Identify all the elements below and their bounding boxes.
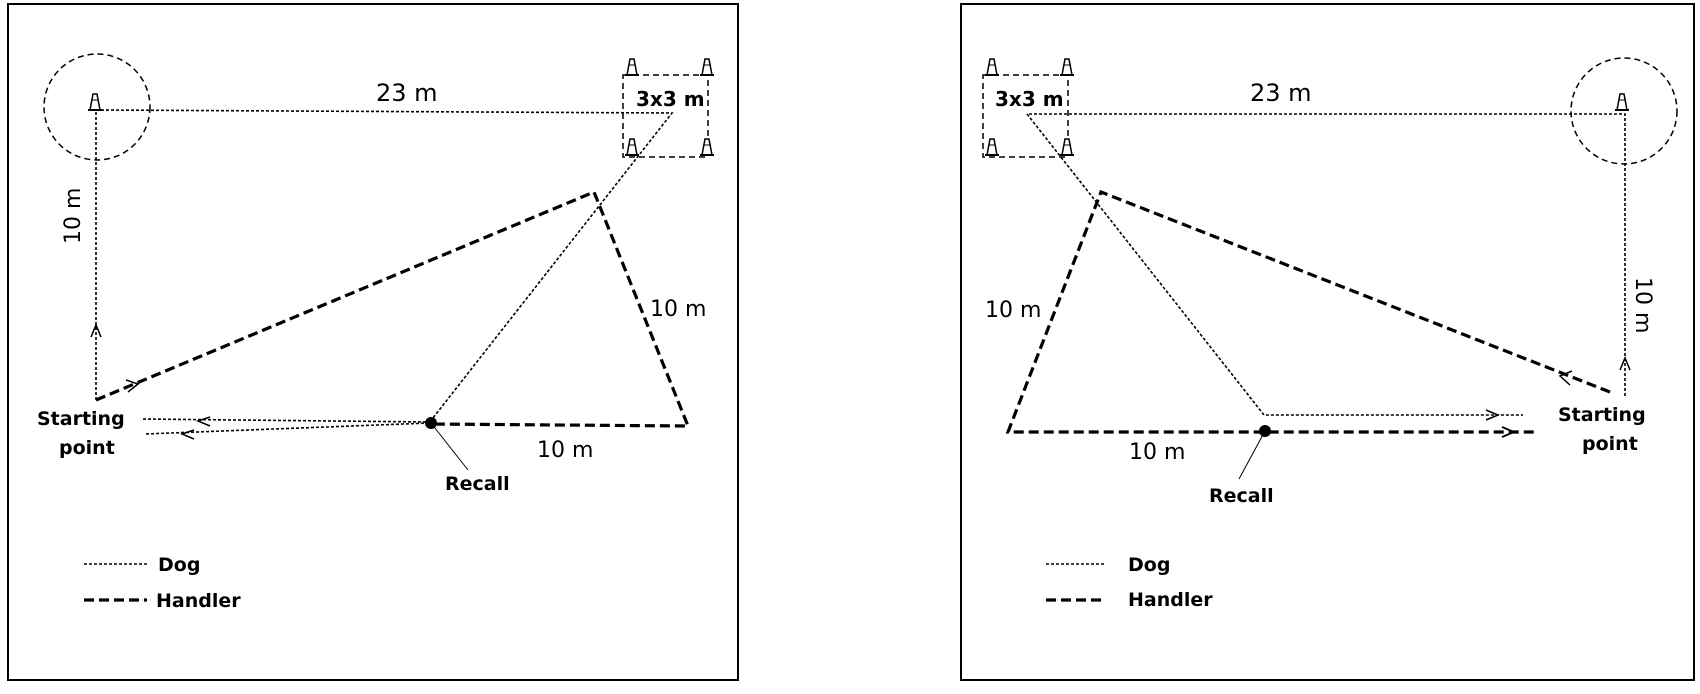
left-3x3-box [622, 74, 709, 158]
right-box-cone-bl [984, 138, 1000, 156]
right-side-distance: 10 m [1630, 277, 1655, 333]
right-panel: 23 m 10 m 10 m 10 m 3x3 m Starting point… [960, 3, 1695, 681]
left-dog-path [95, 109, 674, 435]
left-legend: Dog Handler [84, 554, 241, 612]
right-box-cone-br [1059, 138, 1075, 156]
right-handler-out-arrow [1501, 426, 1517, 438]
left-handler-path [95, 189, 691, 428]
left-circle-cone [87, 93, 103, 111]
right-diag-distance: 10 m [985, 298, 1041, 323]
right-box-cone-tr [1059, 58, 1075, 76]
left-panel-frame [7, 3, 739, 681]
left-box-cone-br [699, 138, 715, 156]
left-handler-arrow [125, 379, 140, 393]
right-box-label: 3x3 m [995, 87, 1064, 111]
right-panel-frame [960, 3, 1695, 681]
right-legend-handler-label: Handler [1128, 589, 1213, 611]
left-legend-dog-label: Dog [158, 554, 200, 576]
left-box-cone-bl [624, 138, 640, 156]
right-top-distance: 23 m [1250, 79, 1312, 107]
right-start-line-2: point [1582, 433, 1638, 455]
right-legend: Dog Handler [1046, 554, 1213, 611]
left-up-arrow [90, 323, 102, 338]
left-recall-label: Recall [445, 473, 510, 495]
right-handler-arrow [1558, 370, 1573, 386]
left-bottom-distance: 10 m [537, 438, 593, 463]
left-return-arrow-2 [179, 429, 195, 440]
right-dog-path [1025, 113, 1626, 416]
right-up-arrow [1619, 356, 1631, 371]
left-top-distance: 23 m [376, 79, 438, 107]
right-recall-label: Recall [1209, 485, 1274, 507]
right-start-line-1: Starting [1558, 404, 1646, 426]
right-3x3-box [982, 74, 1069, 158]
left-legend-handler-label: Handler [156, 590, 241, 612]
left-diag-distance: 10 m [650, 297, 706, 322]
left-turn-circle [43, 53, 151, 161]
left-panel: 23 m 10 m 10 m 10 m 3x3 m Starting point… [7, 3, 739, 681]
left-box-cone-tl [624, 58, 640, 76]
right-bottom-distance: 10 m [1129, 440, 1185, 465]
left-return-arrow-1 [195, 416, 211, 427]
right-circle-cone [1614, 93, 1630, 111]
left-start-line-2: point [59, 437, 115, 459]
right-legend-dog-label: Dog [1128, 554, 1170, 576]
right-dog-out-arrow [1485, 409, 1500, 421]
left-side-distance: 10 m [61, 188, 86, 244]
left-start-line-1: Starting [37, 408, 125, 430]
right-recall-pointer [1238, 430, 1266, 480]
right-turn-circle [1570, 57, 1678, 165]
left-recall-pointer [430, 422, 469, 471]
left-box-cone-tr [699, 58, 715, 76]
right-box-cone-tl [984, 58, 1000, 76]
left-box-label: 3x3 m [636, 87, 705, 111]
right-handler-path [1005, 189, 1611, 434]
